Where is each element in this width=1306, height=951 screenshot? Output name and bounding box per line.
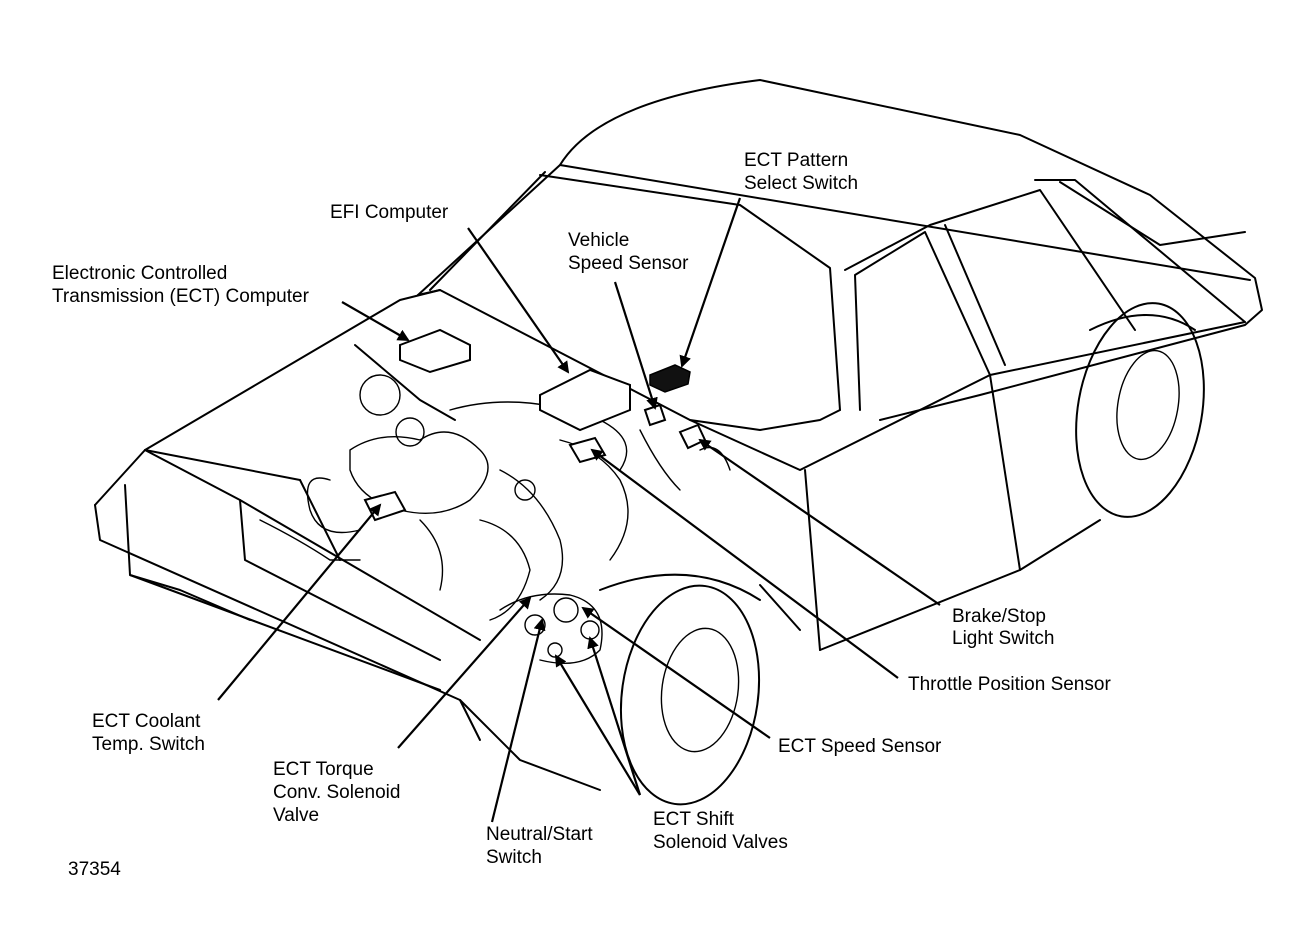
leader-neutral-start [490, 618, 546, 823]
leader-shift-solenoid-1 [554, 654, 641, 796]
label-torque-line1: ECT Torque [273, 759, 374, 780]
car-illustration [94, 79, 1263, 806]
label-torque-line3: Valve [273, 805, 319, 826]
label-coolant-line1: ECT Coolant [92, 711, 201, 732]
label-ect-pattern-line2: Select Switch [744, 173, 858, 194]
leader-efi-computer [467, 227, 570, 374]
figure-number: 37354 [68, 859, 121, 880]
label-neutral-line1: Neutral/Start [486, 824, 593, 845]
leader-lines [217, 197, 941, 823]
leader-brake-switch [698, 438, 941, 606]
label-efi-computer: EFI Computer [330, 202, 449, 223]
label-torque-line2: Conv. Solenoid [273, 782, 400, 803]
label-coolant-line2: Temp. Switch [92, 734, 205, 755]
label-vehicle-speed-line1: Vehicle [568, 230, 629, 251]
label-ect-pattern-line1: ECT Pattern [744, 150, 848, 171]
labels: ECT Pattern Select Switch EFI Computer V… [52, 150, 1111, 880]
leader-throttle [590, 448, 899, 679]
label-vehicle-speed-line2: Speed Sensor [568, 253, 689, 274]
leader-speed-sensor [581, 606, 771, 739]
leader-shift-solenoid-2 [587, 636, 642, 796]
leader-ect-pattern [679, 197, 742, 368]
label-neutral-line2: Switch [486, 847, 542, 868]
label-speed-sensor: ECT Speed Sensor [778, 736, 942, 757]
label-shift-line2: Solenoid Valves [653, 832, 788, 853]
leader-torque-conv [397, 596, 532, 749]
label-throttle: Throttle Position Sensor [908, 674, 1111, 695]
leader-vehicle-speed [613, 281, 658, 410]
label-ect-computer-line1: Electronic Controlled [52, 263, 227, 284]
leader-ect-computer [341, 301, 410, 341]
label-brake-line1: Brake/Stop [952, 606, 1046, 627]
label-ect-computer-line2: Transmission (ECT) Computer [52, 286, 310, 307]
label-brake-line2: Light Switch [952, 628, 1054, 649]
label-shift-line1: ECT Shift [653, 809, 735, 830]
leader-coolant-switch [217, 503, 382, 701]
